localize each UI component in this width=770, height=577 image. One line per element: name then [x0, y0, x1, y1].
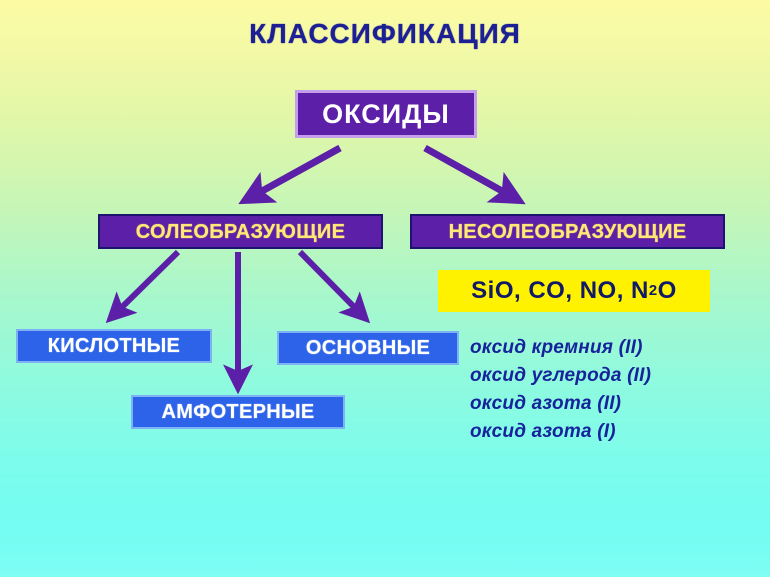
- list-item: оксид углерода (II): [470, 364, 652, 386]
- formula-text-tail: O: [657, 277, 677, 304]
- node-salt-forming[interactable]: СОЛЕОБРАЗУЮЩИЕ: [98, 214, 383, 249]
- node-oxides-label: ОКСИДЫ: [322, 98, 450, 129]
- formula-subscript: 2: [648, 282, 658, 299]
- node-basic[interactable]: ОСНОВНЫЕ: [277, 331, 459, 365]
- list-item: оксид азота (I): [470, 420, 616, 442]
- arrow-oxides-to-salt-forming: [238, 144, 342, 205]
- node-non-salt-forming[interactable]: НЕСОЛЕОБРАЗУЮЩИЕ: [410, 214, 725, 249]
- node-acidic-label: КИСЛОТНЫЕ: [47, 335, 181, 357]
- oxide-name-list: оксид кремния (II) оксид углерода (II) о…: [470, 334, 750, 446]
- arrow-oxides-to-non-salt-forming: [423, 144, 526, 205]
- list-item: оксид кремния (II): [470, 337, 643, 358]
- list-item: оксид азота (II): [470, 392, 622, 414]
- node-amphoteric[interactable]: АМФОТЕРНЫЕ: [131, 395, 345, 429]
- page-title: КЛАССИФИКАЦИЯ: [249, 18, 521, 49]
- node-basic-label: ОСНОВНЫЕ: [305, 337, 431, 359]
- arrow-salt-forming-to-basic: [297, 249, 371, 324]
- node-amphoteric-label: АМФОТЕРНЫЕ: [161, 401, 315, 423]
- node-oxides[interactable]: ОКСИДЫ: [295, 90, 477, 138]
- arrow-salt-forming-to-acidic: [105, 249, 181, 324]
- node-salt-forming-label: СОЛЕОБРАЗУЮЩИЕ: [135, 220, 346, 243]
- formula-text-main: SiO, CO, NO, N: [471, 277, 649, 304]
- node-acidic[interactable]: КИСЛОТНЫЕ: [16, 329, 212, 363]
- node-non-salt-forming-label: НЕСОЛЕОБРАЗУЮЩИЕ: [448, 220, 687, 243]
